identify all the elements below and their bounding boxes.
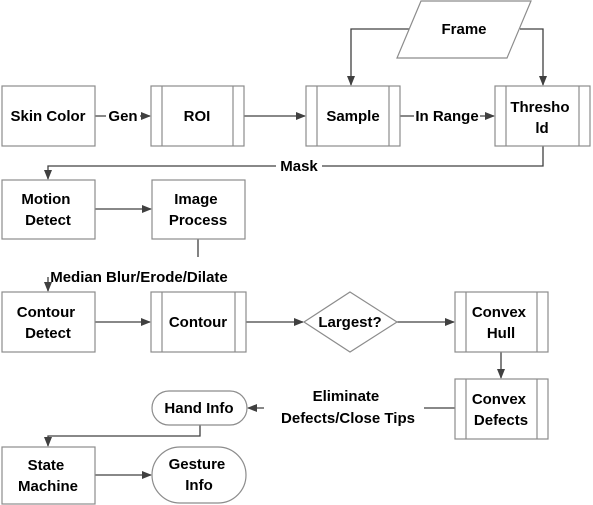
node-convex-defects: Convex Defects	[454, 378, 549, 440]
svg-text:Motion Detect: Motion Detect	[21, 191, 74, 229]
node-hand-info: Hand Info	[151, 390, 248, 426]
svg-text:Contour Detect: Contour Detect	[17, 304, 80, 342]
svg-text:Skin Color: Skin Color	[10, 108, 85, 125]
svg-text:Convex Defects: Convex Defects	[472, 391, 530, 429]
svg-text:Frame: Frame	[441, 21, 486, 38]
svg-text:ROI: ROI	[184, 108, 211, 125]
node-state-machine: State Machine	[1, 446, 96, 505]
node-contour-detect: Contour Detect	[1, 291, 96, 353]
svg-text:Contour: Contour	[169, 314, 227, 331]
edge-labels: Gen In Range Mask Median Blur/Erode/Dila…	[36, 106, 480, 428]
svg-text:Image Process: Image Process	[169, 191, 227, 229]
edge-handinfo-to-state	[44, 425, 201, 447]
edge-label-eliminate: Eliminate Defects/Close Tips	[281, 388, 415, 427]
edge-label-mask: Mask	[280, 158, 318, 175]
svg-text:Hand Info: Hand Info	[164, 400, 233, 417]
node-motion-detect: Motion Detect	[1, 179, 96, 240]
node-threshold: Thresho ld	[494, 85, 591, 147]
node-largest-decision: Largest?	[302, 291, 399, 353]
node-frame: Frame	[396, 0, 532, 59]
node-sample: Sample	[305, 85, 401, 147]
edge-label-median-blur: Median Blur/Erode/Dilate	[50, 269, 228, 286]
node-contour: Contour	[150, 291, 247, 353]
edge-frame-to-sample	[347, 28, 411, 86]
svg-text:State Machine: State Machine	[18, 457, 78, 495]
node-roi: ROI	[150, 85, 245, 147]
edge-label-gen: Gen	[108, 108, 137, 125]
svg-text:Sample: Sample	[326, 108, 379, 125]
node-gesture-info: Gesture Info	[151, 446, 247, 504]
node-skin-color: Skin Color	[1, 85, 96, 147]
edge-label-in-range: In Range	[415, 108, 478, 125]
svg-text:Thresho ld: Thresho ld	[510, 99, 573, 137]
svg-text:Gesture Info: Gesture Info	[169, 456, 230, 494]
node-convex-hull: Convex Hull	[454, 291, 549, 353]
svg-text:Largest?: Largest?	[318, 314, 381, 331]
edge-frame-to-threshold	[520, 28, 547, 86]
svg-text:Convex Hull: Convex Hull	[472, 304, 530, 342]
node-image-process: Image Process	[151, 179, 246, 240]
